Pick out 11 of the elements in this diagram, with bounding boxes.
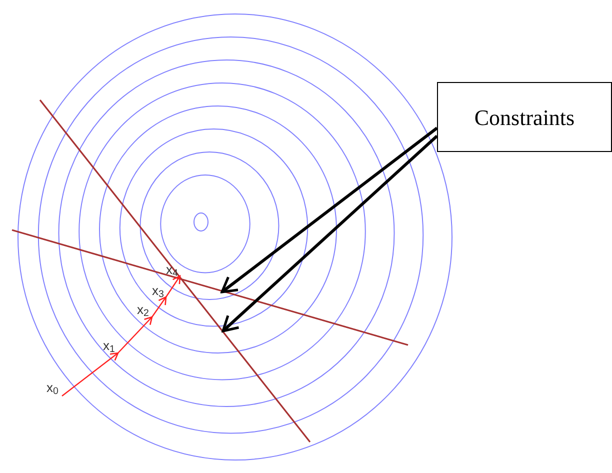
point-label: x$_{1}$ xyxy=(100,337,118,353)
point-label: x$_{2}$ xyxy=(134,301,152,317)
step-arrow xyxy=(166,275,181,298)
step-arrow xyxy=(62,352,119,396)
step-arrow xyxy=(152,296,167,318)
label-box: Constraints xyxy=(437,82,612,152)
point-label: x$_{3}$ xyxy=(150,283,166,297)
step-arrow xyxy=(118,316,153,354)
leader-arrow xyxy=(220,126,438,294)
point-label: x$_{0}$ xyxy=(43,378,62,396)
leader-arrow xyxy=(222,134,438,332)
